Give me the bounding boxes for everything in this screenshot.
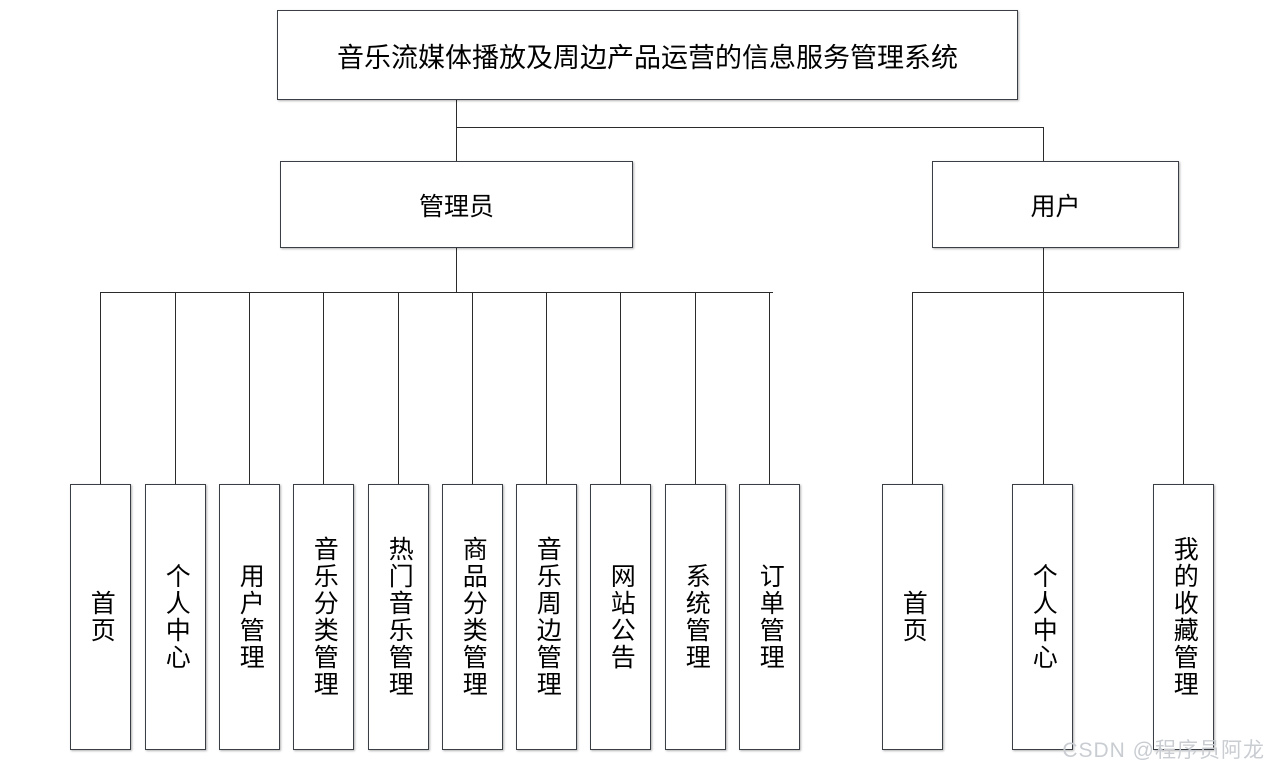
- edge-user-drop-2: [1043, 292, 1044, 484]
- leaf-node-admin-3-label: 用户管理: [236, 563, 265, 671]
- leaf-node-admin-9: 系统管理: [665, 484, 726, 750]
- edge-admin-drop-4: [323, 292, 324, 484]
- edge-admin-drop-7: [546, 292, 547, 484]
- edge-admin-drop-8: [620, 292, 621, 484]
- edge-user-drop-3: [1183, 292, 1184, 484]
- edge-drop-admin: [456, 127, 457, 161]
- edge-admin-drop-2: [175, 292, 176, 484]
- leaf-node-user-3-label: 我的收藏管理: [1170, 536, 1199, 698]
- edge-admin-drop-10: [769, 292, 770, 484]
- edge-admin-drop-1: [100, 292, 101, 484]
- leaf-node-admin-8: 网站公告: [590, 484, 651, 750]
- leaf-node-user-3: 我的收藏管理: [1153, 484, 1214, 750]
- role-node-user: 用户: [932, 161, 1179, 248]
- edge-level1-bus: [456, 127, 1044, 128]
- edge-admin-stem: [456, 248, 457, 292]
- leaf-node-admin-1: 首页: [70, 484, 131, 750]
- role-node-user-label: 用户: [1030, 192, 1081, 221]
- edge-admin-drop-9: [695, 292, 696, 484]
- edge-user-bus: [912, 292, 1183, 293]
- leaf-node-user-2-label: 个人中心: [1029, 563, 1058, 671]
- edge-user-drop-1: [912, 292, 913, 484]
- root-node-system-title: 音乐流媒体播放及周边产品运营的信息服务管理系统: [277, 10, 1018, 100]
- leaf-node-admin-8-label: 网站公告: [607, 563, 636, 671]
- leaf-node-admin-2: 个人中心: [145, 484, 206, 750]
- edge-admin-drop-5: [398, 292, 399, 484]
- leaf-node-admin-4: 音乐分类管理: [293, 484, 354, 750]
- leaf-node-admin-10: 订单管理: [739, 484, 800, 750]
- edge-drop-user: [1043, 127, 1044, 161]
- leaf-node-admin-6-label: 商品分类管理: [459, 536, 488, 698]
- leaf-node-admin-5-label: 热门音乐管理: [385, 536, 414, 698]
- leaf-node-user-1: 首页: [882, 484, 943, 750]
- leaf-node-user-2: 个人中心: [1012, 484, 1073, 750]
- leaf-node-admin-9-label: 系统管理: [682, 563, 711, 671]
- leaf-node-admin-7: 音乐周边管理: [516, 484, 577, 750]
- leaf-node-admin-6: 商品分类管理: [442, 484, 503, 750]
- leaf-node-admin-3: 用户管理: [219, 484, 280, 750]
- edge-admin-drop-3: [249, 292, 250, 484]
- edge-admin-drop-6: [472, 292, 473, 484]
- leaf-node-admin-2-label: 个人中心: [162, 563, 191, 671]
- edge-user-stem: [1043, 248, 1044, 292]
- leaf-node-admin-10-label: 订单管理: [756, 563, 785, 671]
- leaf-node-admin-7-label: 音乐周边管理: [533, 536, 562, 698]
- role-node-admin-label: 管理员: [418, 192, 494, 221]
- edge-root-stem: [456, 100, 457, 127]
- leaf-node-user-1-label: 首页: [899, 590, 928, 644]
- leaf-node-admin-1-label: 首页: [87, 590, 116, 644]
- leaf-node-admin-5: 热门音乐管理: [368, 484, 429, 750]
- role-node-admin: 管理员: [280, 161, 633, 248]
- edge-admin-bus: [100, 292, 773, 293]
- leaf-node-admin-4-label: 音乐分类管理: [310, 536, 339, 698]
- root-node-label: 音乐流媒体播放及周边产品运营的信息服务管理系统: [337, 42, 958, 73]
